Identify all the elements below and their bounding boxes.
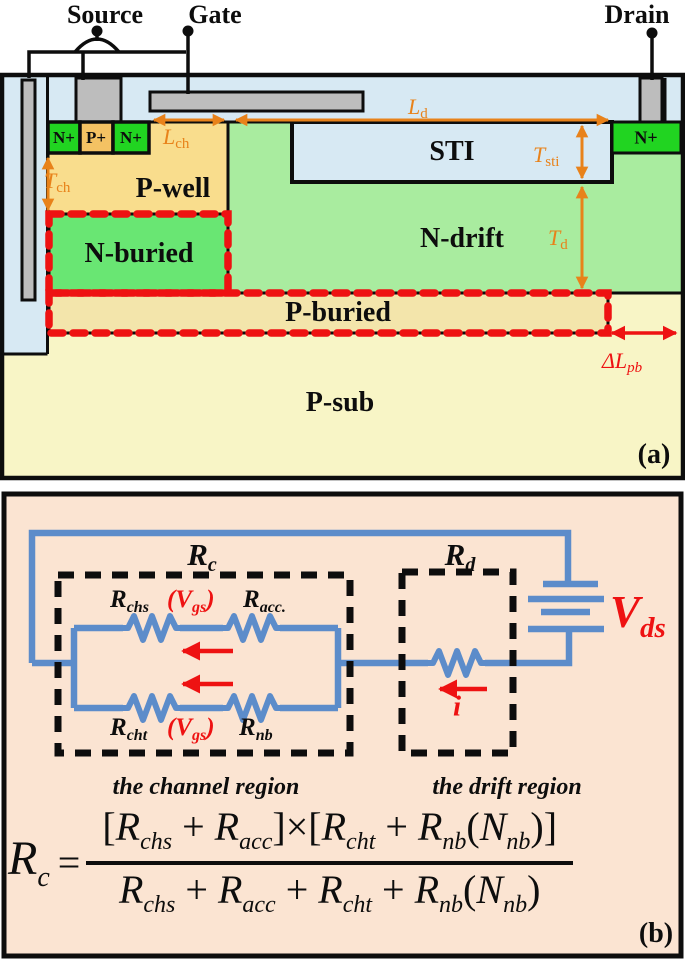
- dlpb-dim-label: ΔLpb: [602, 348, 643, 376]
- terminal-dots: [91, 25, 658, 39]
- rcht-resistor: [123, 693, 180, 723]
- nplus-drain-label: N+: [634, 127, 658, 148]
- source-rail-wire: [27, 50, 186, 78]
- sti-label: STI: [429, 136, 475, 167]
- resistors: [123, 613, 485, 723]
- drain-terminal-dot: [646, 27, 658, 39]
- drain-terminal-label: Drain: [604, 0, 670, 29]
- region-dashed-boxes: [54, 568, 517, 757]
- rd-label: Rd: [444, 537, 476, 576]
- rchs-label: Rchs: [110, 586, 149, 616]
- equation-fraction: [Rchs + Racc]×[Rcht + Rnb(Nnb)] Rchs + R…: [86, 806, 574, 919]
- ndrift-label: N-drift: [420, 223, 504, 254]
- equation-lhs: Rc: [8, 831, 50, 893]
- nburied-dashed-outline: [45, 210, 232, 297]
- current-label: i: [452, 690, 462, 723]
- racc-label: Racc.: [243, 586, 286, 616]
- rc-equation: Rc = [Rchs + Racc]×[Rcht + Rnb(Nnb)] Rch…: [8, 806, 672, 918]
- psub-label: P-sub: [305, 387, 375, 418]
- rc-label: Rc: [187, 537, 217, 576]
- equation-denominator: Rchs + Racc + Rcht + Rnb(Nnb): [118, 867, 541, 919]
- vds-label: Vds: [610, 587, 666, 644]
- top-loop-wire: [28, 529, 572, 663]
- gate-poly: [148, 90, 365, 113]
- panel-a-border: [0, 72, 685, 481]
- ld-dim-label: Ld: [408, 94, 428, 122]
- tsti-dim-label: Tsti: [533, 142, 560, 170]
- drift-region-box: [398, 568, 517, 757]
- panel-a-tag: (a): [637, 439, 671, 470]
- pburied-dashed-outline: [45, 289, 612, 337]
- td-dim-label: Td: [548, 225, 568, 253]
- nplus-source-region: [46, 120, 82, 155]
- rchs-resistor: [123, 613, 180, 643]
- nplus-channel-label: N+: [120, 128, 142, 147]
- dimension-arrows: [41, 113, 610, 290]
- terminal-wires: [27, 33, 654, 94]
- tch-dim-label: Tch: [44, 168, 71, 196]
- drift-region-caption: the drift region: [432, 774, 582, 800]
- source-terminal-label: Source: [66, 0, 144, 29]
- drain-contact: [638, 76, 664, 125]
- pburied-region: [49, 293, 608, 333]
- source-field-contact: [20, 78, 37, 302]
- source-contact: [74, 76, 123, 124]
- nburied-region: [49, 214, 228, 293]
- nplus-source-label: N+: [53, 128, 75, 147]
- vgs-bottom-label: (Vgs): [167, 714, 215, 744]
- nplus-drain-region: [610, 120, 683, 155]
- channel-region-box: [54, 571, 354, 757]
- gate-terminal-dot: [182, 25, 194, 37]
- nburied-label: N-buried: [84, 238, 194, 269]
- rnb-resistor: [223, 693, 280, 723]
- rnb-label: Rnb: [239, 714, 273, 744]
- pplus-label: P+: [85, 128, 107, 147]
- panel-b-tag: (b): [638, 918, 674, 949]
- source-terminal-dot: [91, 25, 103, 37]
- rcht-label: Rcht: [110, 714, 148, 744]
- pwell-label: P-well: [135, 173, 211, 204]
- pburied-label: P-buried: [285, 297, 391, 328]
- gate-terminal-label: Gate: [188, 0, 242, 29]
- equation-numerator: [Rchs + Racc]×[Rcht + Rnb(Nnb)]: [86, 806, 574, 866]
- vgs-top-label: (Vgs): [167, 586, 215, 616]
- battery-symbol: [528, 580, 604, 633]
- racc-resistor: [223, 613, 280, 643]
- psub-sliver: [608, 293, 683, 333]
- equivalent-circuit: [1, 491, 684, 959]
- lch-dim-label: Lch: [163, 124, 190, 152]
- psub-region: [2, 333, 683, 478]
- device-cross-section: [0, 72, 685, 481]
- network-wires: [32, 624, 428, 712]
- nplus-channel-region: [111, 120, 151, 155]
- current-arrows: [181, 641, 487, 699]
- channel-region-caption: the channel region: [112, 774, 300, 800]
- equation-equals: =: [57, 839, 81, 885]
- rd-resistor: [428, 648, 485, 678]
